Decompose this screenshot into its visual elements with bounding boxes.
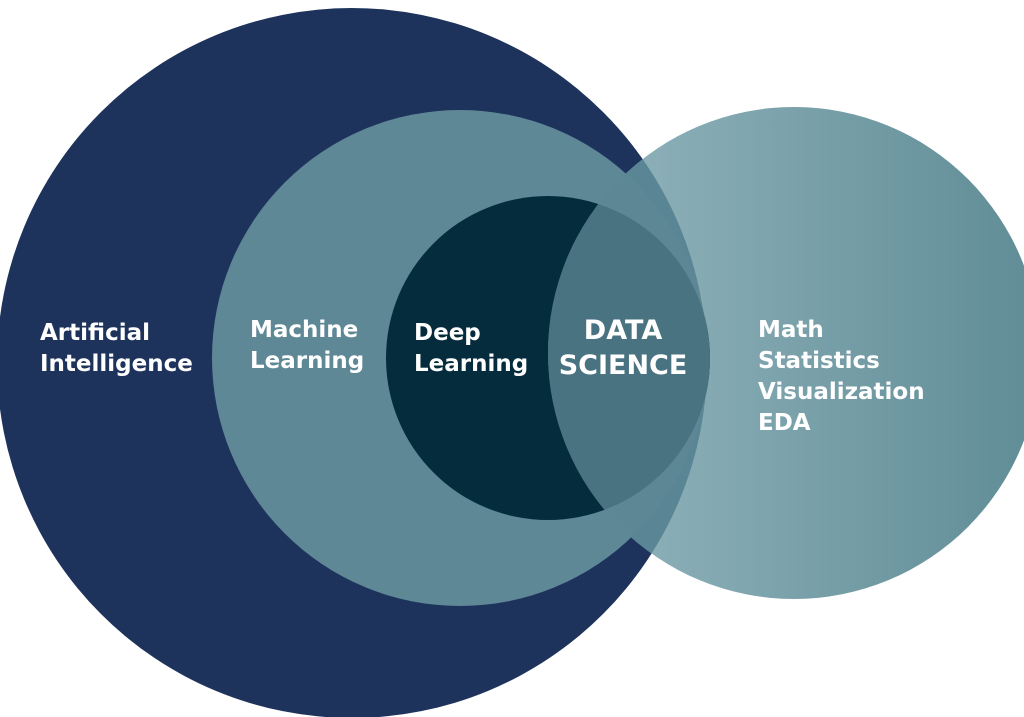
ml-label-line-1: Machine [250,317,359,343]
ds-domain-line-4: EDA [758,410,811,436]
dl-label-line-1: Deep [414,320,481,346]
ds-domain-line-3: Visualization [758,379,925,405]
ml-label: Machine Learning [250,315,364,377]
ml-label-line-2: Learning [250,348,365,374]
data-science-intersection [548,196,710,520]
data-science-label-line-1: DATA [583,315,663,346]
ds-domain-line-1: Math [758,317,824,343]
data-science-label: DATA SCIENCE [548,313,698,383]
data-science-label-line-2: SCIENCE [558,350,688,381]
dl-label: Deep Learning [414,318,528,380]
ai-label-line-2: Intelligence [40,351,193,377]
ai-label-line-1: Artificial [40,320,150,346]
dl-label-line-2: Learning [414,351,529,377]
ds-domain-label: Math Statistics Visualization EDA [758,315,925,439]
ds-domain-line-2: Statistics [758,348,880,374]
ai-label: Artificial Intelligence [40,318,193,380]
